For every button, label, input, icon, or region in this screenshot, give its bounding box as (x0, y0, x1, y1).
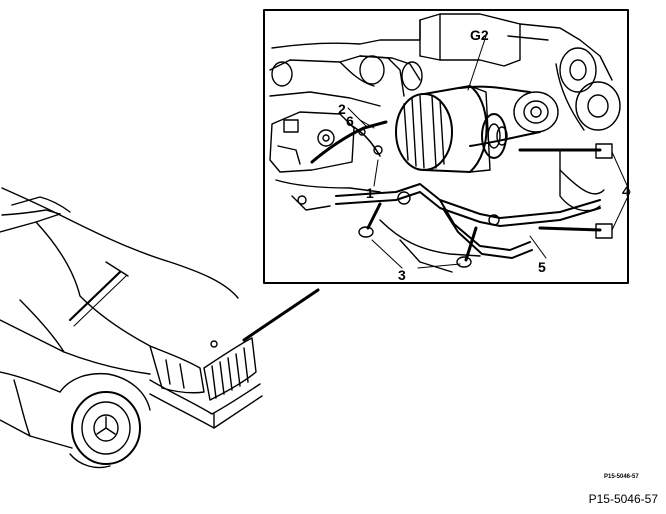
callout-1: 1 (366, 185, 374, 201)
pointer-line (242, 288, 320, 342)
callout-3: 3 (398, 267, 406, 283)
reference-code-small: P15-5046-57 (604, 474, 639, 480)
engine-detail (269, 13, 621, 273)
callout-2: 2 (338, 101, 346, 117)
callout-6: 6 (346, 113, 354, 129)
detail-frame (263, 9, 629, 284)
car-front-illustration (0, 187, 263, 469)
reference-code: P15-5046-57 (588, 492, 658, 506)
callout-5: 5 (538, 259, 546, 275)
callout-leaders (347, 35, 631, 269)
callout-4: 4 (622, 183, 630, 199)
component-label-g2: G2 (470, 27, 489, 43)
